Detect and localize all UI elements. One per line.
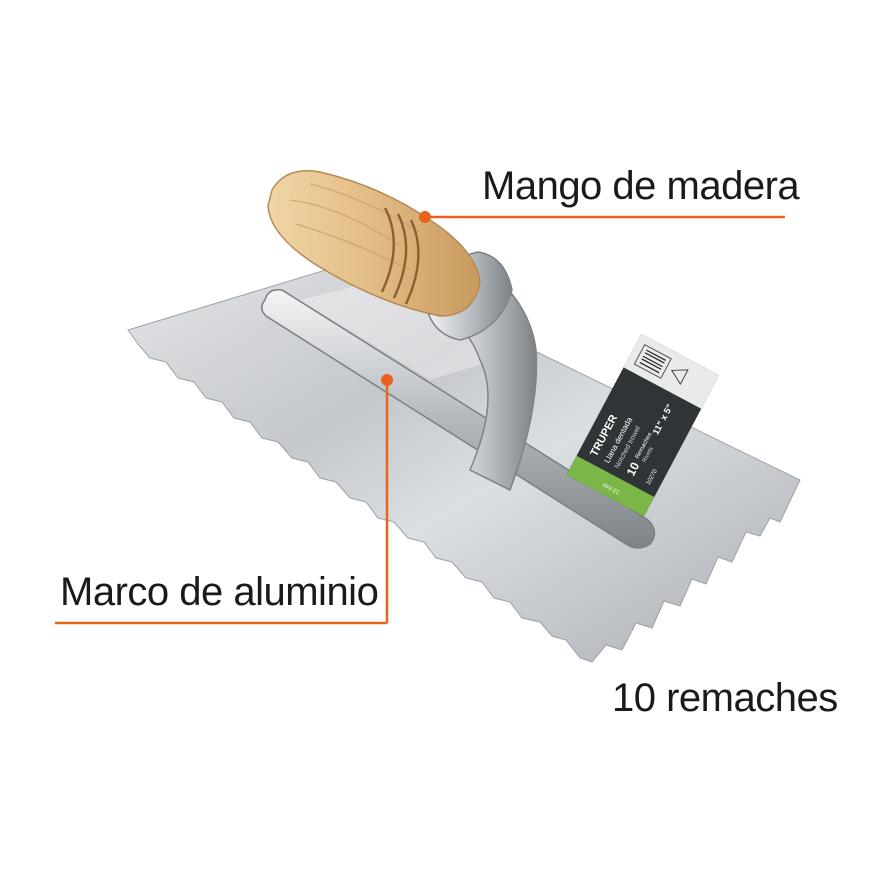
wood-grain [289, 183, 421, 271]
handle-callout-label: Mango de madera [482, 164, 800, 208]
barcode-lines [639, 349, 667, 374]
barcode-icon [633, 344, 672, 379]
handle-rings [380, 207, 420, 305]
product-sticker: TRUPER Llana dentada Notched trowel 10 R… [566, 333, 720, 517]
sticker-rivet-count: 10 [624, 460, 643, 479]
warning-icon [670, 369, 689, 386]
handle-callout-dot [419, 211, 431, 223]
frame-callout-dot [381, 374, 393, 386]
trowel-plate [127, 261, 801, 663]
aluminum-frame [261, 288, 656, 549]
frame-callout-label: Marco de aluminio [60, 570, 379, 614]
rivets-callout-label: 10 remaches [612, 676, 838, 720]
